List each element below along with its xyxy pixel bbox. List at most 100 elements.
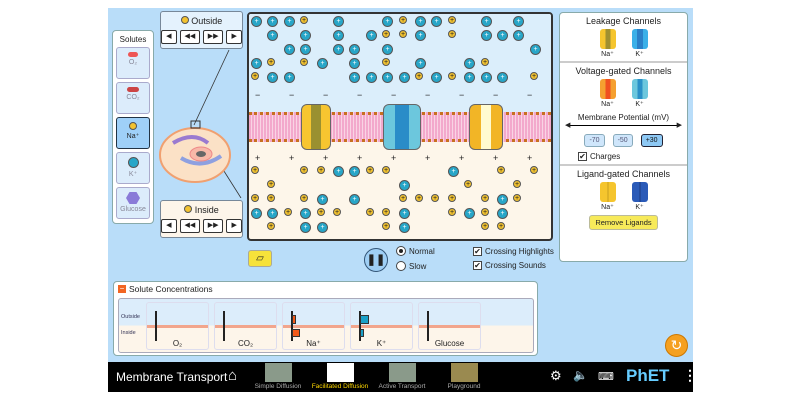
- k-leakage-channel[interactable]: [383, 104, 421, 150]
- speed-normal-radio[interactable]: Normal: [396, 246, 435, 256]
- remove-many-button[interactable]: ◀◀: [179, 30, 200, 44]
- positive-charge: +: [357, 153, 363, 163]
- k-ion: +: [251, 16, 262, 27]
- concentration-bars: Outside Inside O₂ CO₂ Na⁺ K⁺ Glucose: [118, 298, 534, 353]
- crossing-highlights-checkbox[interactable]: ✔Crossing Highlights: [473, 247, 554, 256]
- positive-charge: +: [391, 153, 397, 163]
- na-concentration: Na⁺: [282, 302, 345, 350]
- inside-controls: Inside ◀◀◀▶▶▶: [160, 200, 243, 238]
- positive-charge: +: [527, 153, 533, 163]
- k-leakage-toolbox[interactable]: K⁺: [631, 29, 648, 58]
- potential-minus70-button[interactable]: -70: [584, 134, 605, 147]
- k-ion: +: [333, 30, 344, 41]
- check-icon: ✔: [473, 261, 482, 270]
- o2-concentration: O₂: [146, 302, 209, 350]
- tab-active-transport[interactable]: Active Transport: [372, 363, 432, 390]
- settings-gear-icon[interactable]: ⚙: [550, 368, 562, 383]
- home-button[interactable]: ⌂: [228, 367, 238, 384]
- tab-label: Active Transport: [378, 383, 426, 390]
- speed-slow-label: Slow: [409, 261, 427, 271]
- na-ion: +: [366, 166, 374, 174]
- negative-charge: −: [323, 90, 329, 100]
- na-ion: +: [251, 194, 259, 202]
- k-icon: [127, 157, 139, 168]
- k-ion: +: [448, 166, 459, 177]
- phet-logo[interactable]: PhET: [626, 366, 670, 385]
- crossing-highlights-label: Crossing Highlights: [485, 247, 554, 256]
- solute-label: O₂: [128, 59, 138, 66]
- add-one-button[interactable]: ▶: [226, 30, 242, 44]
- glucose-concentration: Glucose: [418, 302, 481, 350]
- k-ion: +: [513, 16, 524, 27]
- positive-charge: +: [289, 153, 295, 163]
- reset-all-button[interactable]: ↻: [665, 334, 688, 357]
- solute-co2-button[interactable]: CO₂: [116, 82, 150, 114]
- o2-label: O₂: [172, 339, 183, 348]
- k-ion: +: [399, 180, 410, 191]
- tab-simple-diffusion[interactable]: Simple Diffusion: [248, 363, 308, 390]
- na-ion: +: [300, 166, 308, 174]
- remove-one-button[interactable]: ◀: [161, 219, 177, 233]
- cell-illustration: [159, 49, 242, 198]
- na-label: Na⁺: [601, 204, 614, 211]
- na-ligand-toolbox[interactable]: Na⁺: [599, 182, 616, 211]
- k-ion: +: [464, 72, 475, 83]
- na-ion: +: [300, 194, 308, 202]
- solute-concentrations-panel: − Solute Concentrations Outside Inside O…: [113, 281, 538, 356]
- na-ion: +: [448, 208, 456, 216]
- na-ion: +: [382, 222, 390, 230]
- tab-playground[interactable]: Playground: [434, 363, 494, 390]
- outside-region: [249, 14, 551, 112]
- concentrations-title: Solute Concentrations: [129, 284, 213, 294]
- na-ion: +: [464, 180, 472, 188]
- navigation-bar: Membrane Transport ⌂ Simple Diffusion Fa…: [108, 362, 697, 392]
- na-leakage-channel[interactable]: [301, 104, 331, 150]
- na-leakage-toolbox[interactable]: Na⁺: [599, 29, 616, 58]
- negative-charge: −: [425, 90, 431, 100]
- na-voltage-channel[interactable]: [469, 104, 503, 150]
- solute-na-button[interactable]: Na⁺: [116, 117, 150, 149]
- keyboard-icon[interactable]: ⌨: [598, 371, 614, 383]
- tab-label: Simple Diffusion: [254, 383, 302, 390]
- k-ion: +: [497, 208, 508, 219]
- remove-many-button[interactable]: ◀◀: [179, 219, 200, 233]
- speed-slow-radio[interactable]: Slow: [396, 261, 426, 271]
- remove-ligands-button[interactable]: Remove Ligands: [589, 215, 658, 230]
- add-many-button[interactable]: ▶▶: [203, 30, 224, 44]
- na-voltage-toolbox[interactable]: Na⁺: [599, 79, 616, 108]
- solute-label: CO₂: [126, 94, 140, 101]
- co2-label: CO₂: [237, 339, 254, 348]
- solute-o2-button[interactable]: O₂: [116, 47, 150, 79]
- k-ion: +: [300, 30, 311, 41]
- solute-k-button[interactable]: K⁺: [116, 152, 150, 184]
- crossing-sounds-checkbox[interactable]: ✔Crossing Sounds: [473, 261, 546, 270]
- more-options-icon[interactable]: ⋮: [683, 367, 697, 383]
- na-label: Na⁺: [601, 51, 614, 58]
- k-ion: +: [415, 30, 426, 41]
- k-ion: +: [349, 166, 360, 177]
- solute-glucose-button[interactable]: Glucose: [116, 187, 150, 219]
- k-ion: +: [333, 166, 344, 177]
- k-ion: +: [300, 44, 311, 55]
- pause-button[interactable]: ❚❚: [364, 248, 388, 272]
- k-voltage-toolbox[interactable]: K⁺: [631, 79, 648, 108]
- leakage-title: Leakage Channels: [585, 16, 662, 26]
- add-many-button[interactable]: ▶▶: [203, 219, 224, 233]
- potential-minus50-button[interactable]: -50: [612, 134, 633, 147]
- k-ion: +: [415, 16, 426, 27]
- eraser-button[interactable]: ▱: [248, 250, 272, 267]
- sound-icon[interactable]: 🔈: [573, 368, 588, 382]
- na-icon: [184, 205, 193, 213]
- na-ion: +: [300, 16, 308, 24]
- add-one-button[interactable]: ▶: [226, 219, 242, 233]
- k-outside-bar: [360, 315, 369, 324]
- k-ligand-toolbox[interactable]: K⁺: [631, 182, 648, 211]
- co2-concentration: CO₂: [214, 302, 277, 350]
- k-ion: +: [284, 72, 295, 83]
- tab-facilitated-diffusion[interactable]: Facilitated Diffusion: [310, 363, 370, 390]
- charges-checkbox[interactable]: ✔Charges: [578, 152, 687, 161]
- potential-plus30-button[interactable]: +30: [640, 134, 663, 147]
- collapse-button[interactable]: −: [118, 284, 126, 293]
- remove-one-button[interactable]: ◀: [161, 30, 177, 44]
- glucose-icon: [126, 192, 140, 204]
